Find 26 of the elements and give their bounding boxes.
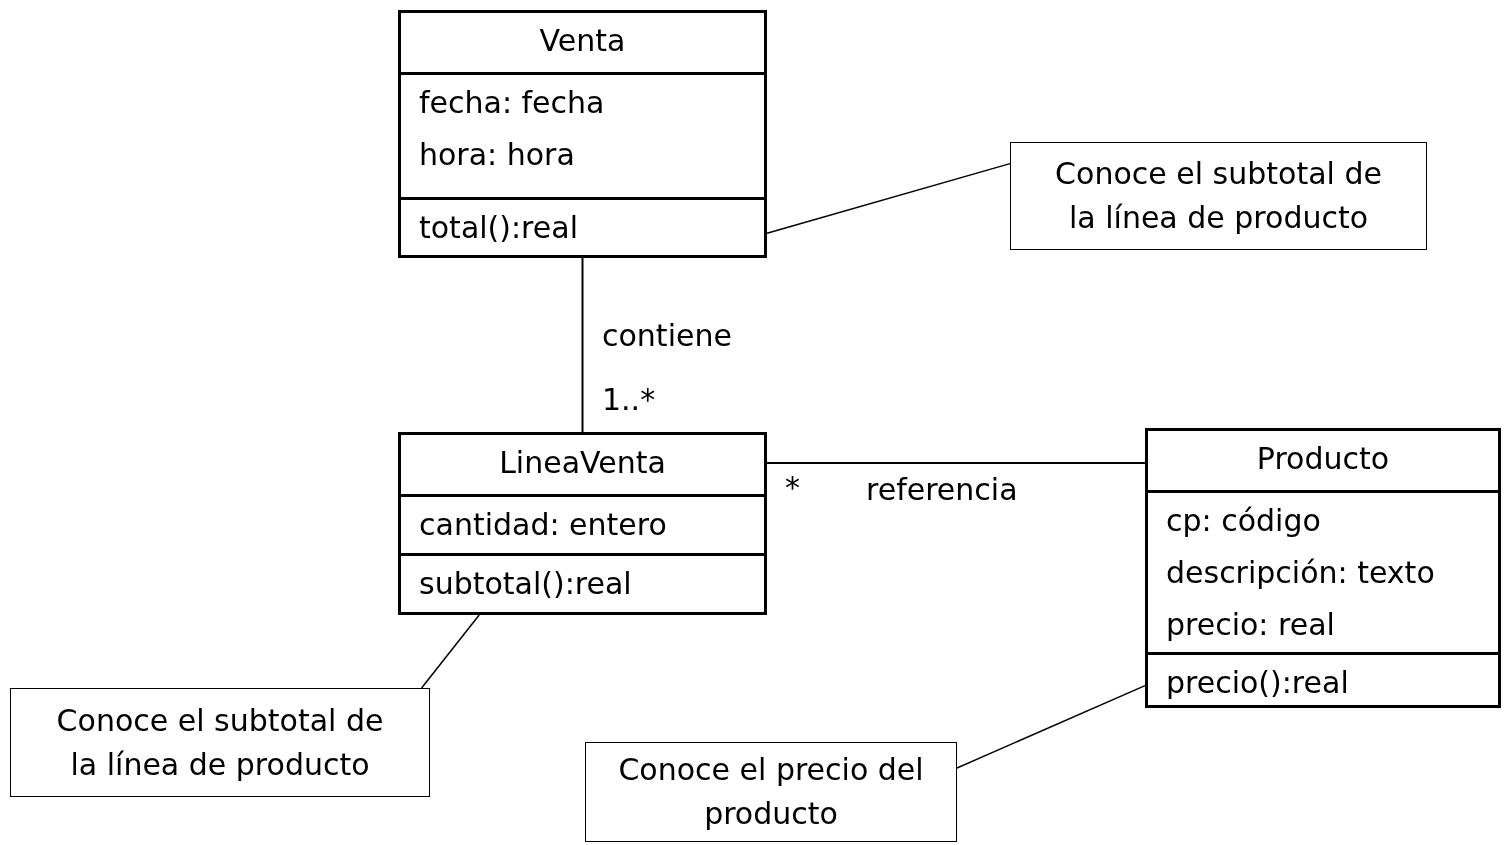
member-text: cantidad: entero: [419, 506, 667, 544]
note-box: [1010, 142, 1427, 250]
note-text: Conoce el subtotal de la línea de producto: [1054, 155, 1383, 237]
class-box: [398, 10, 767, 258]
association-line: [766, 462, 1146, 464]
member-text: hora: hora: [419, 136, 575, 174]
note-text: Conoce el subtotal de la línea de producto: [55, 701, 385, 784]
class-name: LineaVenta: [499, 444, 666, 482]
class-name: Venta: [539, 22, 626, 60]
member-text: total():real: [419, 209, 578, 247]
leader-line: [956, 684, 1146, 769]
leader-line: [420, 614, 480, 689]
association-line: [581, 257, 584, 433]
leader-line: [766, 162, 1011, 234]
class-name: Producto: [1256, 440, 1390, 478]
note-box: [10, 688, 430, 797]
member-text: subtotal():real: [419, 565, 632, 603]
note-box: [585, 742, 957, 842]
class-box: [1145, 428, 1501, 708]
member-text: descripción: texto: [1166, 554, 1435, 592]
member-text: cp: código: [1166, 502, 1321, 540]
member-text: fecha: fecha: [419, 84, 605, 122]
member-text: precio: real: [1166, 606, 1335, 644]
note-text: Conoce el precio del producto: [617, 751, 925, 833]
class-box: [398, 432, 767, 615]
member-text: precio():real: [1166, 664, 1349, 702]
